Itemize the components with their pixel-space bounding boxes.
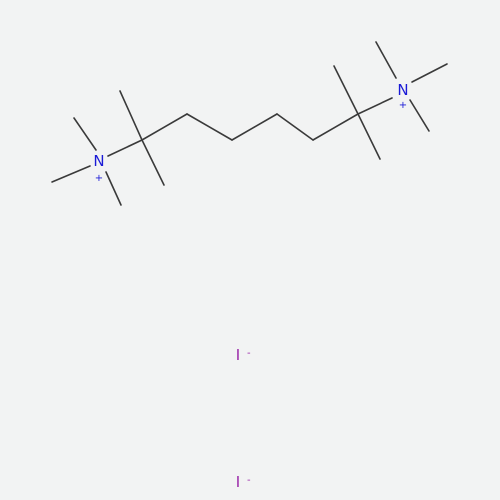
bond-n1-c2 <box>107 139 143 157</box>
bond-n2-methyl-right <box>411 63 448 83</box>
bond-c7-n2 <box>357 97 393 115</box>
atom-n1: N + <box>93 152 104 184</box>
iodide-ion-1-charge: - <box>247 348 251 359</box>
iodide-ion-2-symbol: I <box>236 473 240 491</box>
iodide-ion-1-symbol: I <box>236 346 240 364</box>
bond-c2-methyl-bottom <box>141 139 165 186</box>
atom-n1-charge: + <box>95 173 103 184</box>
atom-n2-charge: + <box>399 100 407 111</box>
bond-n1-methyl-top <box>73 117 97 151</box>
bond-c4-c5 <box>231 113 278 141</box>
bond-lines <box>51 41 448 206</box>
bond-c2-c3 <box>141 113 188 141</box>
bond-n1-methyl-left <box>51 165 91 183</box>
bond-c7-methyl-top <box>333 65 359 115</box>
bond-c7-methyl-bottom <box>357 113 381 160</box>
atom-n2-symbol: N <box>397 81 408 99</box>
bond-c3-c4 <box>186 113 233 141</box>
iodide-ion-1: I - <box>236 346 251 364</box>
iodide-ion-2-charge: - <box>247 475 251 486</box>
atom-n1-symbol: N <box>93 152 104 170</box>
bond-n2-methyl-top <box>375 41 397 79</box>
iodide-ion-2: I - <box>236 473 251 491</box>
bond-c5-c6 <box>276 113 314 141</box>
bond-n1-methyl-bottom <box>105 171 122 206</box>
bond-n2-methyl-bottom <box>409 99 430 132</box>
bond-c2-methyl-top <box>119 90 143 141</box>
atom-n2: N + <box>397 81 408 111</box>
bond-c6-c7 <box>312 113 359 141</box>
